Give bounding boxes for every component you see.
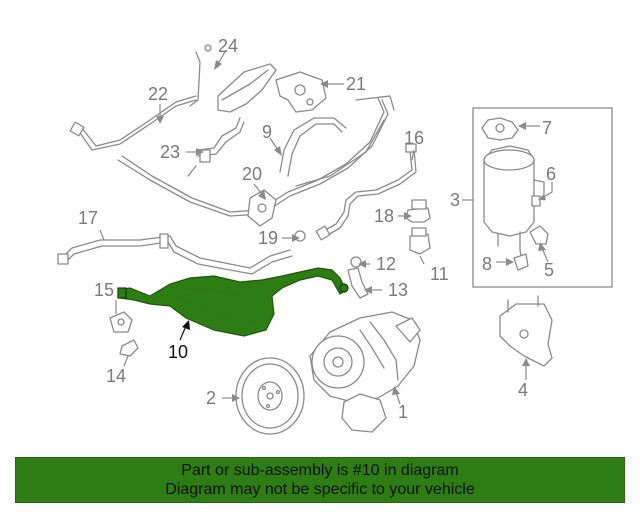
callout-5: 5 <box>544 260 554 280</box>
reservoir-assembly-frame <box>472 107 613 288</box>
callout-3: 3 <box>450 190 460 210</box>
part-8-fitting[interactable] <box>513 231 529 271</box>
part-15-clip[interactable] <box>109 311 133 333</box>
part-16-line[interactable] <box>315 143 417 241</box>
callout-14: 14 <box>106 366 126 386</box>
part-6-level-sensor[interactable] <box>531 195 541 207</box>
callout-4: 4 <box>518 380 528 400</box>
part-23-fitting[interactable] <box>187 117 245 177</box>
part-1-power-steering-pump[interactable] <box>309 311 421 433</box>
callout-20: 20 <box>242 164 262 184</box>
part-22-return-line[interactable] <box>69 95 197 151</box>
callout-13: 13 <box>388 280 408 300</box>
callout-24: 24 <box>218 36 238 56</box>
part-14-clip[interactable] <box>119 339 139 357</box>
callout-6: 6 <box>546 164 556 184</box>
part-9-hose[interactable] <box>279 117 347 177</box>
callout-10: 10 <box>168 342 188 362</box>
callout-17: 17 <box>78 208 98 228</box>
part-11-cap[interactable] <box>409 227 431 255</box>
callout-7: 7 <box>542 118 552 138</box>
callout-15: 15 <box>94 280 114 300</box>
callout-22: 22 <box>148 84 168 104</box>
upper-hose-assembly[interactable] <box>117 95 395 217</box>
part-10-pressure-hose[interactable] <box>117 267 349 337</box>
callout-9: 9 <box>262 122 272 142</box>
part-21-bracket[interactable] <box>275 71 327 113</box>
part-5-plug[interactable] <box>529 225 549 245</box>
part-4-mounting-bracket[interactable] <box>499 295 553 367</box>
part-13-bracket[interactable] <box>347 267 369 299</box>
part-24-heat-shield[interactable] <box>189 44 277 113</box>
part-2-pulley[interactable] <box>235 357 305 435</box>
callout-19: 19 <box>258 228 278 248</box>
callout-16: 16 <box>404 128 424 148</box>
part-20-clamp[interactable] <box>247 189 277 227</box>
callout-8: 8 <box>482 254 492 274</box>
callout-11: 11 <box>430 264 449 284</box>
part-12-washer[interactable] <box>350 256 362 268</box>
part-3-reservoir[interactable] <box>483 145 545 247</box>
part-17-hose[interactable] <box>57 233 293 275</box>
part-18-cap[interactable] <box>405 199 431 223</box>
notice-line-disclaimer: Diagram may not be specific to your vehi… <box>165 481 475 498</box>
callout-1: 1 <box>398 402 408 422</box>
part-7-reservoir-cap[interactable] <box>481 117 519 141</box>
callout-18: 18 <box>374 206 394 226</box>
callout-2: 2 <box>206 388 216 408</box>
callout-12: 12 <box>376 254 396 274</box>
diagram-notice-banner: Part or sub-assembly is #10 in diagram D… <box>15 457 625 503</box>
callout-23: 23 <box>160 142 180 162</box>
callout-21: 21 <box>346 74 366 94</box>
callout-leaders <box>99 49 553 405</box>
notice-line-part: Part or sub-assembly is #10 in diagram <box>181 462 459 479</box>
